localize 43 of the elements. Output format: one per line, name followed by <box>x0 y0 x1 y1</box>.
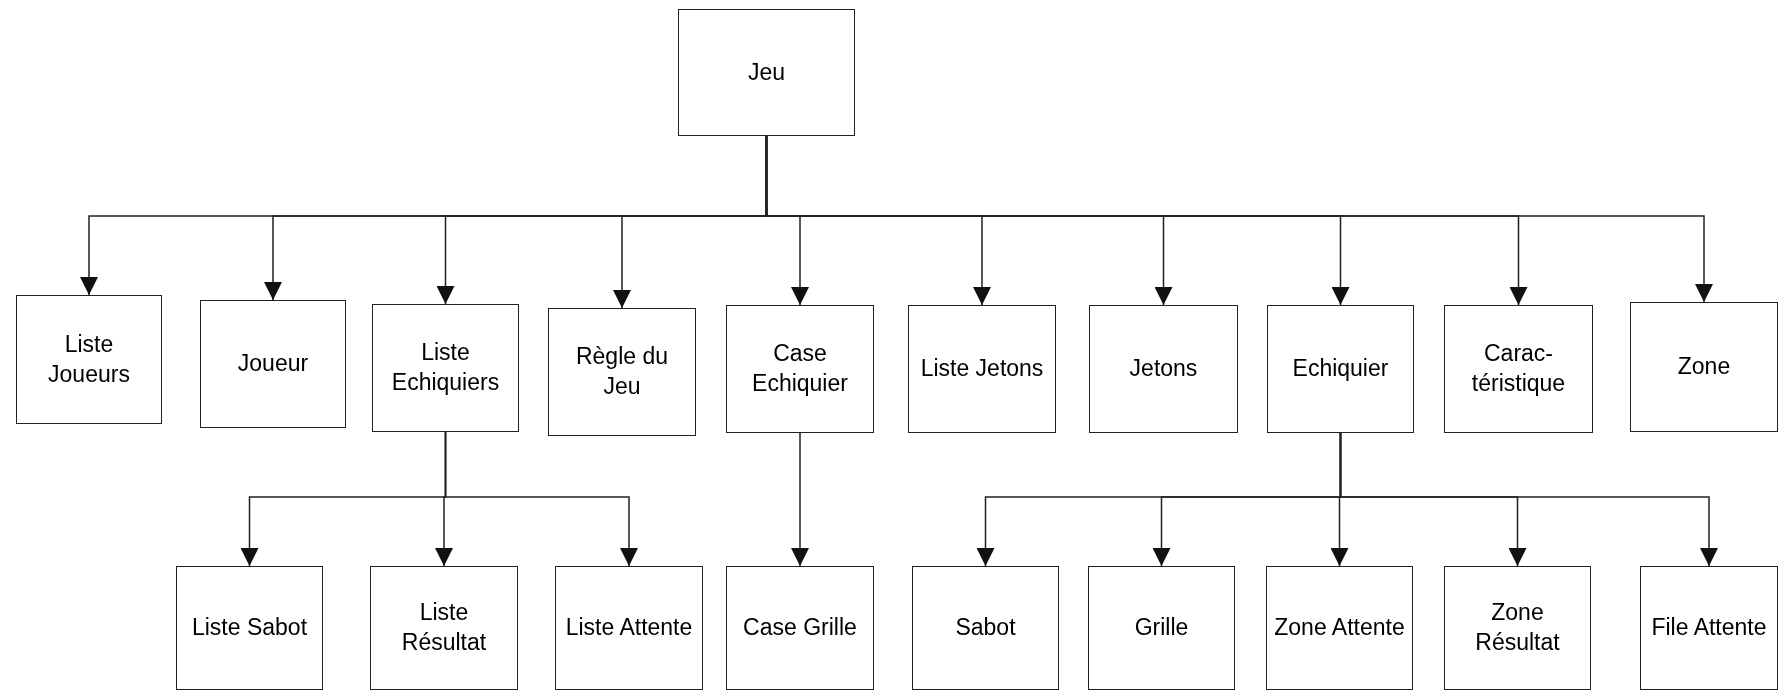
class-box <box>1630 302 1778 432</box>
class-box <box>372 304 519 432</box>
box-label: Liste Echiquiers <box>390 338 501 397</box>
class-box <box>678 9 855 136</box>
class-box <box>1444 305 1593 433</box>
box-label: Liste Attente <box>564 613 694 643</box>
box-label: Zone Résultat <box>1474 598 1561 657</box>
class-box <box>1444 566 1591 690</box>
box-label: Liste Joueurs <box>47 329 131 389</box>
box-label: Zone <box>1676 352 1732 382</box>
class-box <box>1088 566 1235 690</box>
box-label: Case Echiquier <box>751 339 849 398</box>
class-box <box>1266 566 1413 690</box>
box-label: Echiquier <box>1291 354 1390 384</box>
box-label: File Attente <box>1650 613 1768 643</box>
class-box <box>555 566 703 690</box>
box-label: Grille <box>1133 613 1190 643</box>
box-label: Zone Attente <box>1273 613 1406 643</box>
box-label: Carac- téristique <box>1470 339 1567 398</box>
class-box <box>726 566 874 690</box>
arrow <box>444 431 638 567</box>
box-label: Liste Jetons <box>919 354 1045 384</box>
class-box <box>548 308 696 436</box>
class-box <box>16 295 162 424</box>
box-label: Joueur <box>236 349 310 379</box>
class-box <box>726 305 874 433</box>
class-box <box>912 566 1059 690</box>
class-box <box>370 566 518 690</box>
class-box <box>200 300 346 428</box>
box-label: Règle du Jeu <box>574 342 670 401</box>
class-box <box>1640 566 1778 690</box>
box-label: Jeu <box>746 57 787 87</box>
box-label: Case Grille <box>742 613 858 643</box>
arrow <box>1339 432 1718 567</box>
class-box <box>1089 305 1238 433</box>
box-label: Liste Sabot <box>190 613 309 643</box>
box-label: Liste Résultat <box>400 598 488 657</box>
class-box <box>908 305 1056 433</box>
arrow <box>791 432 809 567</box>
class-box <box>176 566 323 690</box>
box-label: Sabot <box>954 613 1017 643</box>
box-label: Jetons <box>1128 354 1199 384</box>
class-box <box>1267 305 1414 433</box>
